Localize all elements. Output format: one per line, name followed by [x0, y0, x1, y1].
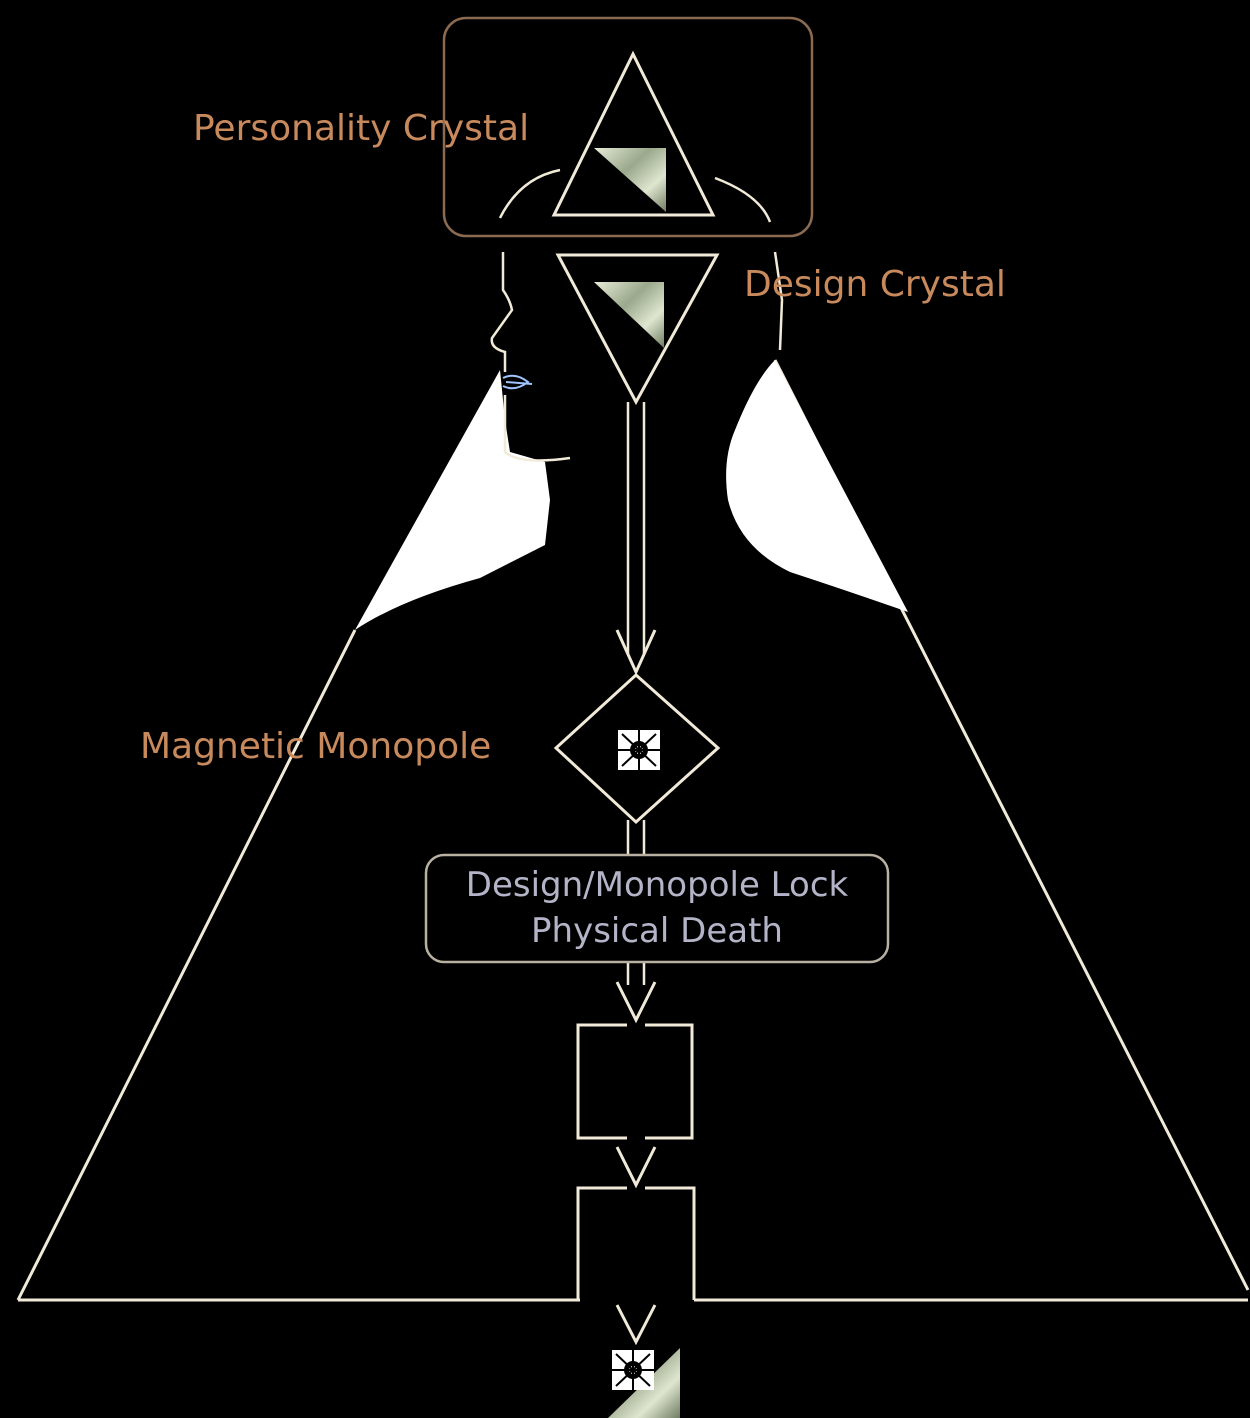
bottom-crystal-icon [608, 1348, 680, 1418]
lower-box-lower [578, 1188, 694, 1300]
personality-crystal-triangle [554, 54, 713, 215]
arrow-icon [617, 982, 655, 1020]
design-crystal-triangle [558, 255, 717, 402]
monopole-lock-label: Design/Monopole Lock Physical Death [426, 862, 888, 954]
body-triangle [18, 360, 1248, 1300]
arrow-icon [617, 630, 655, 672]
lower-boxes [578, 1025, 694, 1300]
lock-line-2: Physical Death [426, 908, 888, 954]
magnetic-monopole-label: Magnetic Monopole [140, 726, 491, 767]
magnetic-monopole-diamond [556, 675, 718, 822]
personality-crystal-label: Personality Crystal [193, 108, 529, 149]
crystal-icon [594, 148, 666, 212]
magnetic-monopole-icon [618, 730, 660, 770]
arrow-icon [617, 1305, 655, 1342]
lips-icon [503, 376, 532, 389]
lower-box-upper [578, 1025, 692, 1138]
design-crystal-label: Design Crystal [744, 264, 1006, 305]
right-shoulder-shape [726, 360, 908, 612]
lock-line-1: Design/Monopole Lock [426, 862, 888, 908]
crystal-icon [594, 282, 664, 348]
left-shoulder-shape [355, 370, 550, 630]
arrow-icon [617, 1147, 655, 1185]
